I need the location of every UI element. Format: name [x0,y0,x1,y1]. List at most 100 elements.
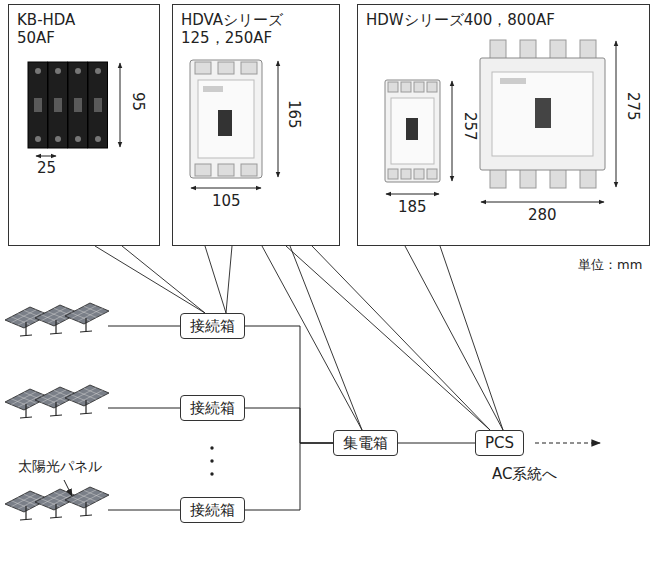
ellipsis-dots-part [210,446,213,449]
dimension-label: 165 [285,100,302,129]
solar-panel-row-part [65,303,109,332]
pcs-box: PCS [475,430,524,456]
dimension-arrow-part [481,202,604,203]
hdva-breaker-part [218,110,232,136]
leader-line [226,246,232,313]
hdw400-breaker-part [427,169,437,179]
hdva-breaker-part [241,62,257,74]
hdw400-breaker-part [427,82,437,92]
callout-leader [262,246,362,430]
kb-hda-breaker-part [95,68,101,74]
junction-box: 接続箱 [180,395,245,421]
hdva-breaker-part [195,62,211,74]
hdw400-breaker-part [414,169,424,179]
destination-label: AC系統へ [492,466,557,483]
hdva-breaker-part [241,164,257,176]
wire-connector [398,443,475,444]
dimension-arrow-part [120,63,121,147]
kb-hda-breaker-part [35,68,41,74]
leader-line [262,246,362,430]
dashed-arrow [535,443,600,444]
hdva-breaker [190,60,262,178]
solar-panel-row-part [65,487,109,516]
leader-line [122,246,205,313]
kb-hda-breaker-part [55,136,61,142]
kb-hda-breaker-part [74,98,82,112]
dimension-arrow-part [616,41,617,187]
callout-leader [205,246,232,313]
wire-connector [245,408,333,443]
dimension-arrow [36,63,120,156]
kb-hda-breaker-part [55,68,61,74]
wire-connector [245,326,333,443]
kb-hda-breaker-part [54,98,62,112]
hdw400-breaker-part [401,82,411,92]
box-label: PCS [485,431,514,455]
kb-hda-breaker-part [34,98,42,112]
junction-box: 接続箱 [180,313,245,339]
solar-panel-row-part [108,326,180,327]
hdw400-breaker-part [388,82,398,92]
dimension-label: 280 [528,207,557,224]
leader-line [205,246,226,313]
dimension-label: 95 [129,92,146,111]
ellipsis-dots-part [210,472,213,475]
part-label: 太陽光パネル [18,458,102,475]
hdw800-breaker [480,40,605,188]
hdva-breaker-part [198,80,254,158]
leader-line [312,246,490,430]
solar-panel-row-part [108,510,180,511]
kb-hda-breaker-part [35,136,41,142]
kb-hda-breaker-part [94,98,102,112]
junction-box: 接続箱 [180,497,245,523]
hdw400-breaker-part [388,169,398,179]
callout-heading: HDVAシリーズ 125，250AF [181,11,321,47]
solar-panel-row-part [65,385,109,414]
ellipsis-dots-part [210,459,213,462]
hdw800-breaker-part [492,72,593,156]
callout-box: HDVAシリーズ 125，250AF [172,4,340,246]
leader-line [290,246,362,430]
solar-panel-row [5,487,180,520]
dimension-label: 185 [398,199,427,216]
wire-connector [245,443,333,510]
hdw400-breaker-part [406,118,418,140]
hdw400-breaker-part [414,82,424,92]
solar-panel-row [5,303,180,336]
hdw800-breaker-part [500,78,526,84]
hdw800-breaker-part [535,98,551,128]
hdva-breaker-part [218,62,234,74]
ellipsis-dots [210,446,213,475]
dimension-arrow [481,41,616,202]
kb-hda-breaker-part [75,136,81,142]
kb-hda-breaker-part [88,62,108,148]
dimension-label: 105 [212,193,241,210]
dimension-label: 25 [37,160,56,177]
solar-panel-row [5,385,180,418]
leader-line [286,246,490,430]
dimension-arrow-part [278,61,279,177]
box-label: 集電箱 [343,431,388,455]
kb-hda-breaker-part [48,62,68,148]
leader-line [95,246,205,313]
dimension-arrow-part [36,156,56,157]
hdva-breaker-part [190,60,262,178]
hdva-breaker-part [203,86,223,92]
dashed-arrow-part [535,442,600,443]
solar-panel-row-part [108,408,180,409]
dimension-arrow [386,81,452,194]
dimension-arrow [191,61,278,188]
unit-note: 単位：mm [578,256,642,273]
callout-leader [286,246,490,430]
callout-box: KB-HDA 50AF [8,4,160,246]
leader-line-part [64,480,72,496]
callout-leader [405,246,503,430]
leader-line [64,480,72,496]
box-label: 接続箱 [190,498,235,522]
dimension-label: 257 [461,112,478,141]
kb-hda-breaker-part [68,62,88,148]
collector-box: 集電箱 [333,430,398,456]
hdw400-breaker [385,80,440,182]
callout-heading: KB-HDA 50AF [17,11,89,47]
